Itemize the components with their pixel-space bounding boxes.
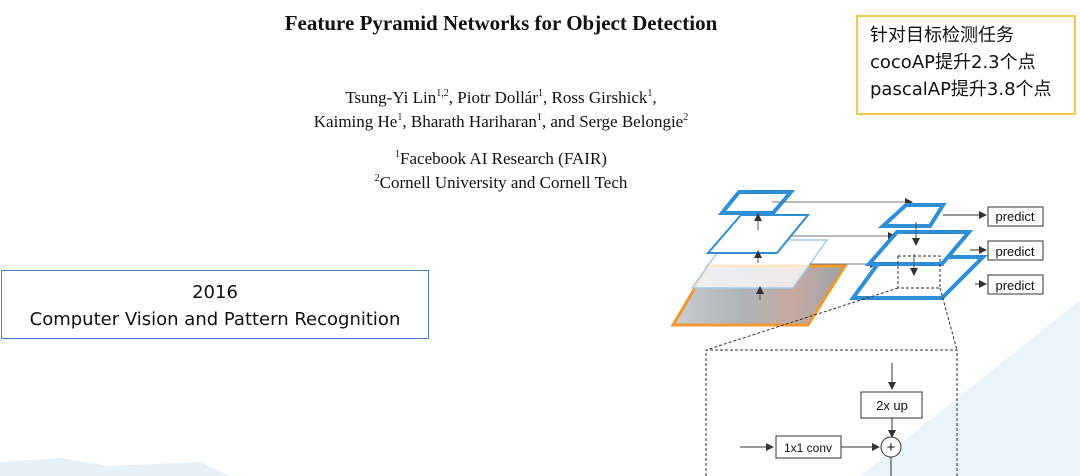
upsample-box (860, 391, 923, 419)
predict-label: predict (995, 244, 1034, 259)
zoom-guide-line (705, 287, 899, 351)
author-name: Bharath Hariharan (410, 112, 537, 131)
affil-sup: 2 (374, 173, 380, 184)
author-name: Piotr Dollár (457, 88, 539, 107)
predict-box (987, 206, 1044, 227)
author-separator: , (543, 88, 552, 107)
paper-title: Feature Pyramid Networks for Object Dete… (284, 11, 718, 35)
author-affil-sup: 1 (397, 112, 403, 123)
note-line: pascalAP提升3.8个点 (870, 79, 1052, 100)
author-name: Ross Girshick (551, 88, 648, 107)
author-separator: , (448, 88, 458, 107)
affil-sup: 1 (395, 149, 401, 160)
plus-symbol: + (887, 439, 896, 456)
author-name: Kaiming He (313, 112, 398, 131)
upsample-label: 2x up (876, 398, 908, 413)
author-line-1: Tsung-Yi Lin1,2, Piotr Dollár1, Ross Gir… (0, 86, 1002, 110)
author-affil-sup: 1 (536, 112, 542, 123)
author-line-2: Kaiming He1, Bharath Hariharan1, and Ser… (0, 110, 1002, 134)
publication-year: 2016 (192, 282, 238, 303)
output-level-2 (864, 230, 974, 266)
affiliation-line: 1Facebook AI Research (FAIR) (0, 147, 1002, 171)
author-separator: , and (541, 112, 580, 131)
author-name: Tsung-Yi Lin (345, 88, 437, 107)
author-separator: , (402, 112, 411, 131)
author-affil-sup: 1,2 (436, 88, 449, 99)
note-line: cocoAP提升2.3个点 (870, 52, 1036, 73)
conv-label: 1x1 conv (784, 441, 832, 455)
affiliation-line: 2Cornell University and Cornell Tech (0, 171, 1002, 195)
note-line: 针对目标检测任务 (870, 25, 1014, 46)
conference-name: Computer Vision and Pattern Recognition (29, 309, 401, 330)
conference-info-box: 2016 Computer Vision and Pattern Recogni… (1, 270, 429, 339)
predict-label: predict (995, 209, 1034, 224)
pyramid-level-3 (705, 214, 811, 254)
predict-box (987, 240, 1044, 261)
affiliation-name: Facebook AI Research (FAIR) (400, 149, 607, 168)
affiliation-list: 1Facebook AI Research (FAIR) 2Cornell Un… (0, 147, 1002, 195)
zoom-detail-frame (705, 349, 958, 476)
author-list: Tsung-Yi Lin1,2, Piotr Dollár1, Ross Gir… (0, 86, 1002, 134)
predict-box (987, 274, 1044, 295)
annotation-note-box: 针对目标检测任务 cocoAP提升2.3个点 pascalAP提升3.8个点 (856, 15, 1076, 115)
author-separator: , (652, 88, 657, 107)
zoom-highlight (897, 255, 941, 289)
author-affil-sup: 1 (647, 88, 653, 99)
affiliation-name: Cornell University and Cornell Tech (379, 173, 628, 192)
author-affil-sup: 1 (538, 88, 544, 99)
zoom-guide-line (939, 287, 958, 351)
author-affil-sup: 2 (683, 112, 689, 123)
predict-label: predict (995, 278, 1034, 293)
pyramid-level-4 (717, 190, 796, 215)
author-name: Serge Belongie (579, 112, 684, 131)
output-level-1 (877, 203, 947, 228)
